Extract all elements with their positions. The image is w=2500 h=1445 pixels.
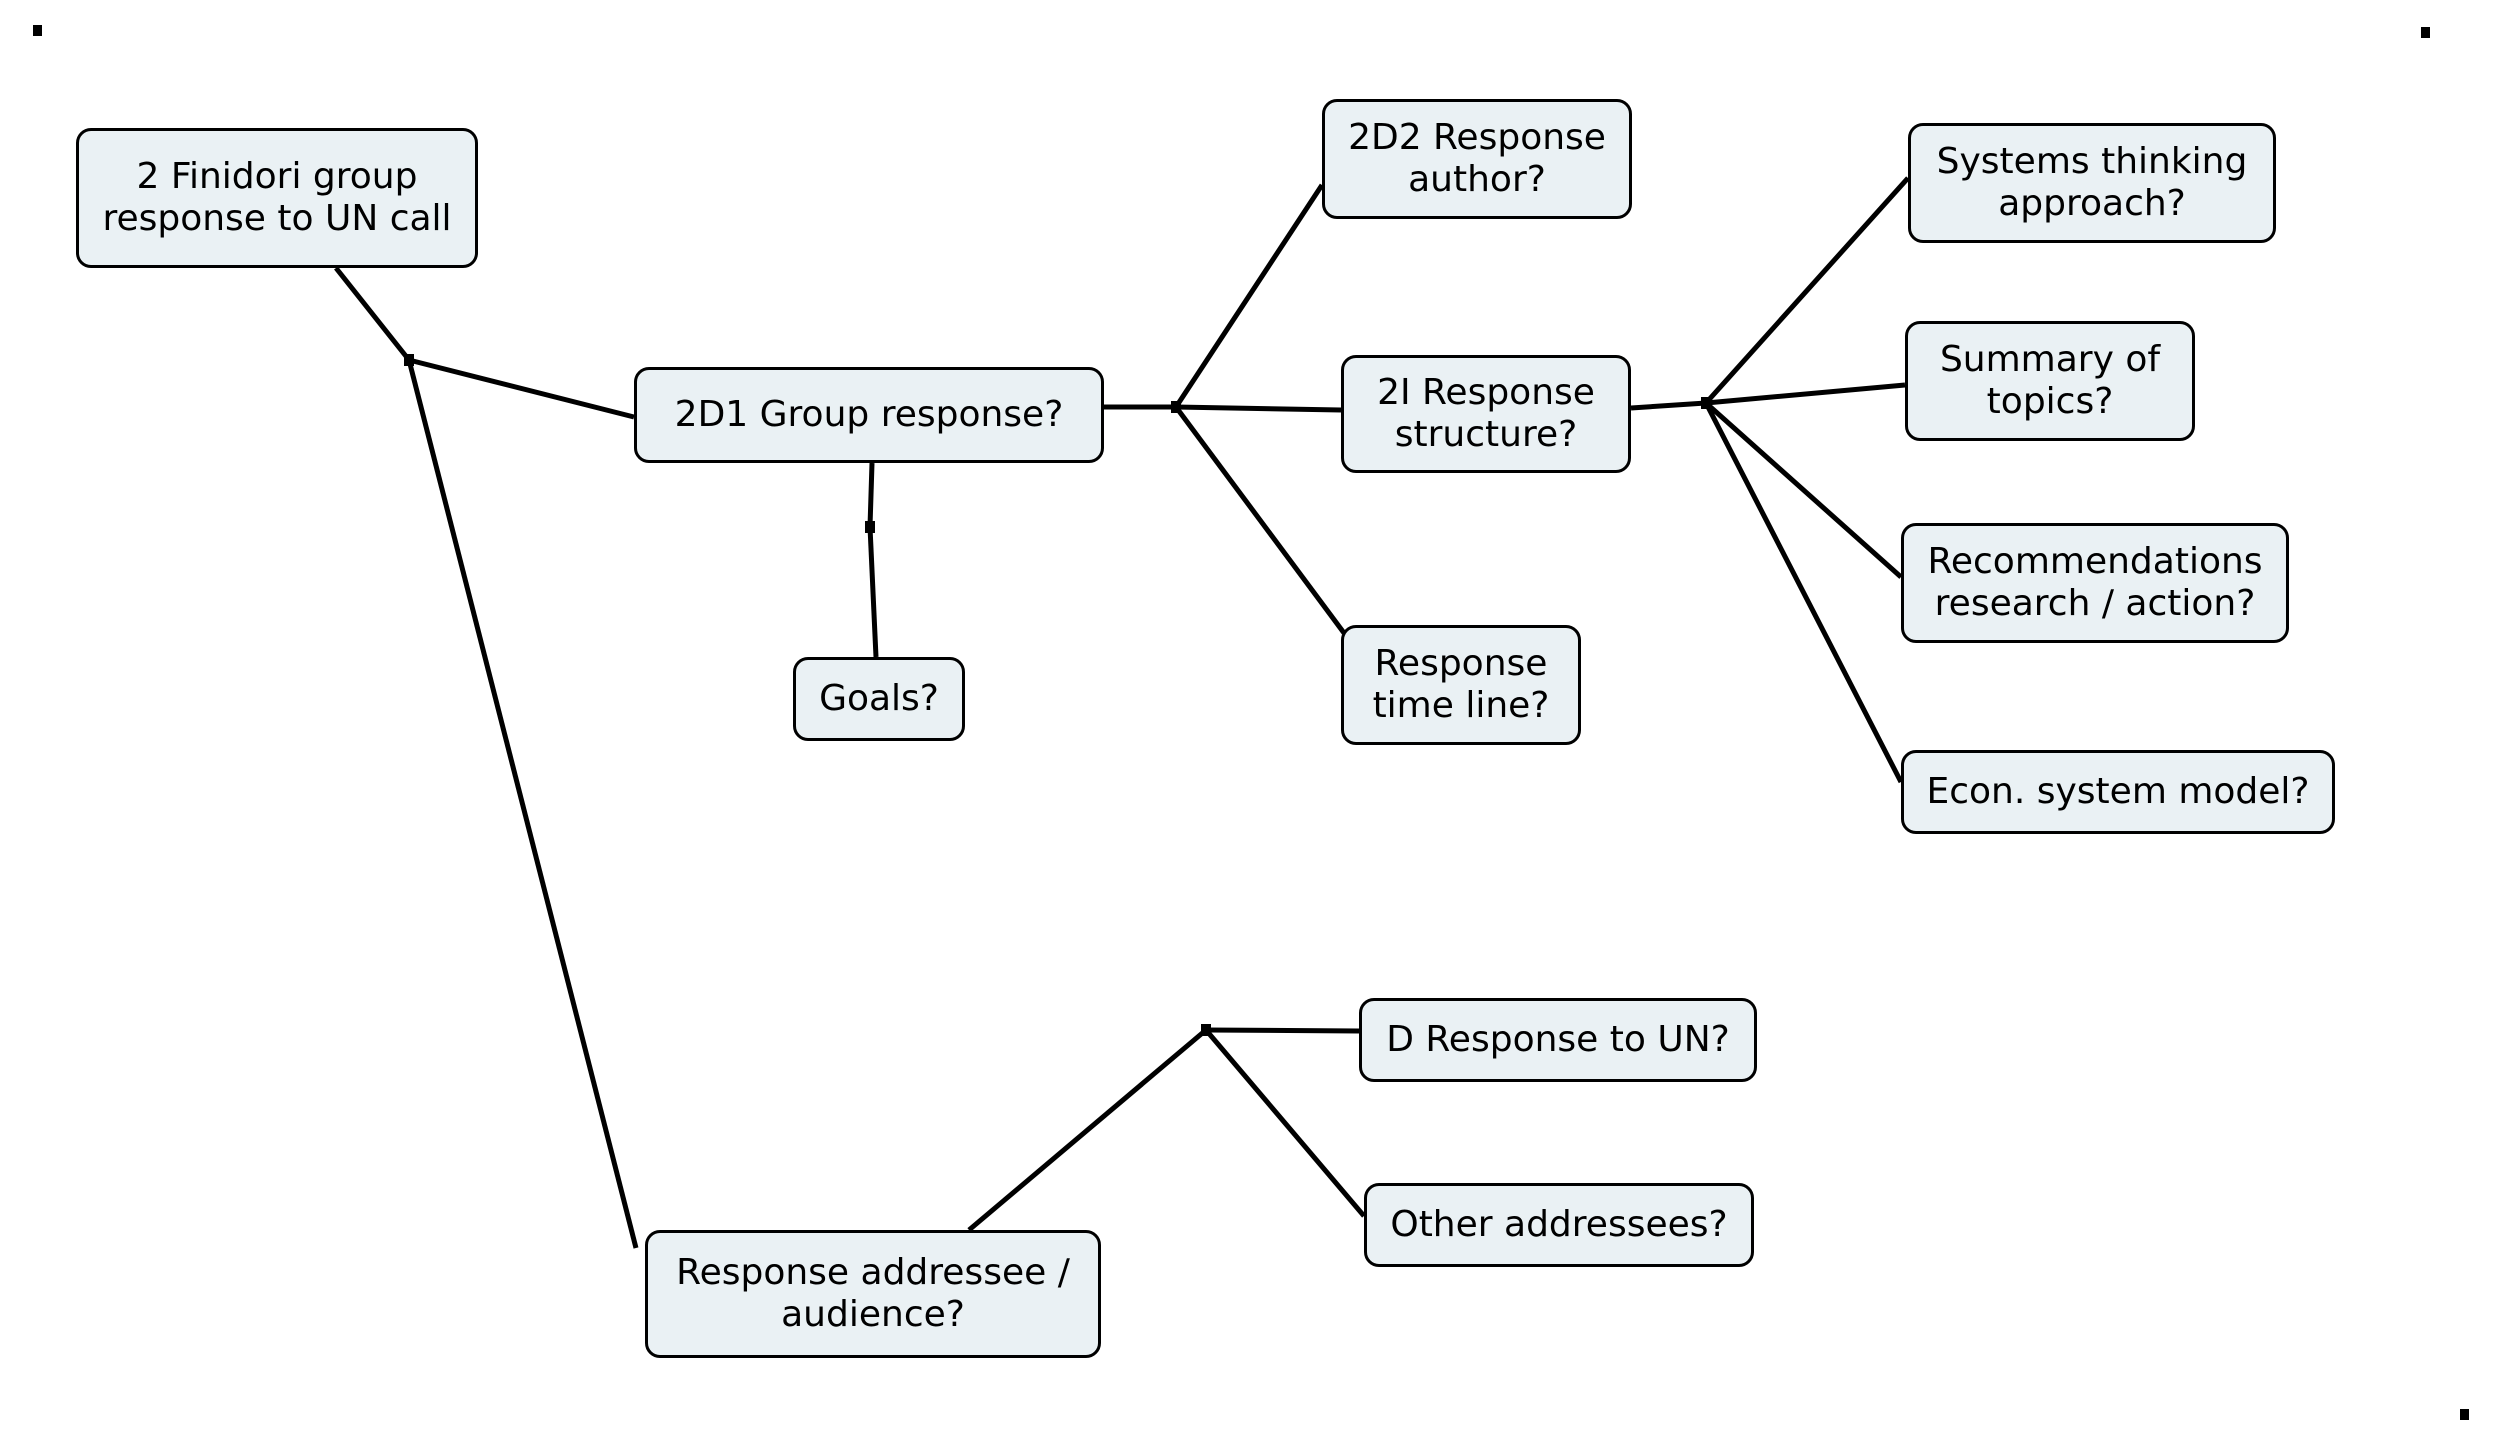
edge-j-center-to-response_timeline xyxy=(1173,405,1347,635)
node-label-response_timeline: Response time line? xyxy=(1372,642,1550,726)
edge-j-fan-to-recommendations xyxy=(1704,401,1903,579)
junctions-group xyxy=(404,354,1711,1036)
marker-top-left xyxy=(33,25,42,36)
edge-j-goals-to-goals xyxy=(867,526,879,658)
node-label-group_response: 2D1 Group response? xyxy=(674,393,1064,435)
edge-j-center-to-response_structure xyxy=(1175,404,1342,413)
edge-j-fan-to-systems_thinking xyxy=(1704,176,1910,405)
node-summary_topics[interactable]: Summary of topics? xyxy=(1905,321,2195,441)
edge-j-fan-to-econ_model xyxy=(1703,401,1904,784)
node-d_response_un[interactable]: D Response to UN? xyxy=(1359,998,1757,1082)
junction-dot-j-goals xyxy=(865,521,875,533)
node-group_response[interactable]: 2D1 Group response? xyxy=(634,367,1104,463)
node-label-response_addressee: Response addressee / audience? xyxy=(676,1251,1070,1335)
node-label-summary_topics: Summary of topics? xyxy=(1939,338,2161,422)
node-goals[interactable]: Goals? xyxy=(793,657,965,741)
edge-j-fan-to-summary_topics xyxy=(1705,382,1906,406)
edge-response_structure-to-j-fan xyxy=(1630,400,1707,411)
node-other_addressees[interactable]: Other addressees? xyxy=(1364,1183,1754,1267)
node-label-recommendations: Recommendations research / action? xyxy=(1927,540,2263,624)
junction-dot-j-center xyxy=(1171,401,1181,413)
junction-dot-j-addressee xyxy=(1201,1024,1211,1036)
edge-j-center-to-response_author xyxy=(1173,183,1325,409)
node-label-response_structure: 2I Response structure? xyxy=(1377,371,1595,455)
junction-dot-j-root xyxy=(404,354,414,366)
node-label-econ_model: Econ. system model? xyxy=(1926,770,2310,812)
node-label-d_response_un: D Response to UN? xyxy=(1386,1018,1730,1060)
marker-bottom-right xyxy=(2460,1409,2469,1420)
node-label-other_addressees: Other addressees? xyxy=(1390,1203,1728,1245)
edges-group xyxy=(334,176,1910,1249)
marker-top-right xyxy=(2421,27,2430,38)
node-label-root: 2 Finidori group response to UN call xyxy=(102,155,452,239)
edge-j-addressee-to-d_response_un xyxy=(1205,1027,1360,1034)
edge-j-root-to-group_response xyxy=(408,357,635,420)
edge-response_addressee-to-j-addressee xyxy=(967,1028,1208,1232)
node-label-systems_thinking: Systems thinking approach? xyxy=(1936,140,2248,224)
edge-group_response-to-j-goals xyxy=(867,462,875,528)
node-label-response_author: 2D2 Response author? xyxy=(1348,116,1606,200)
node-systems_thinking[interactable]: Systems thinking approach? xyxy=(1908,123,2276,243)
edge-j-addressee-to-other_addressees xyxy=(1204,1028,1366,1218)
edge-j-root-to-response_addressee xyxy=(406,359,639,1249)
node-econ_model[interactable]: Econ. system model? xyxy=(1901,750,2335,834)
junction-dot-j-fan xyxy=(1701,397,1711,409)
node-response_author[interactable]: 2D2 Response author? xyxy=(1322,99,1632,219)
node-response_addressee[interactable]: Response addressee / audience? xyxy=(645,1230,1101,1358)
node-response_timeline[interactable]: Response time line? xyxy=(1341,625,1581,745)
edge-root-to-j-root xyxy=(334,266,411,362)
node-recommendations[interactable]: Recommendations research / action? xyxy=(1901,523,2289,643)
node-root[interactable]: 2 Finidori group response to UN call xyxy=(76,128,478,268)
node-response_structure[interactable]: 2I Response structure? xyxy=(1341,355,1631,473)
node-label-goals: Goals? xyxy=(819,677,939,719)
